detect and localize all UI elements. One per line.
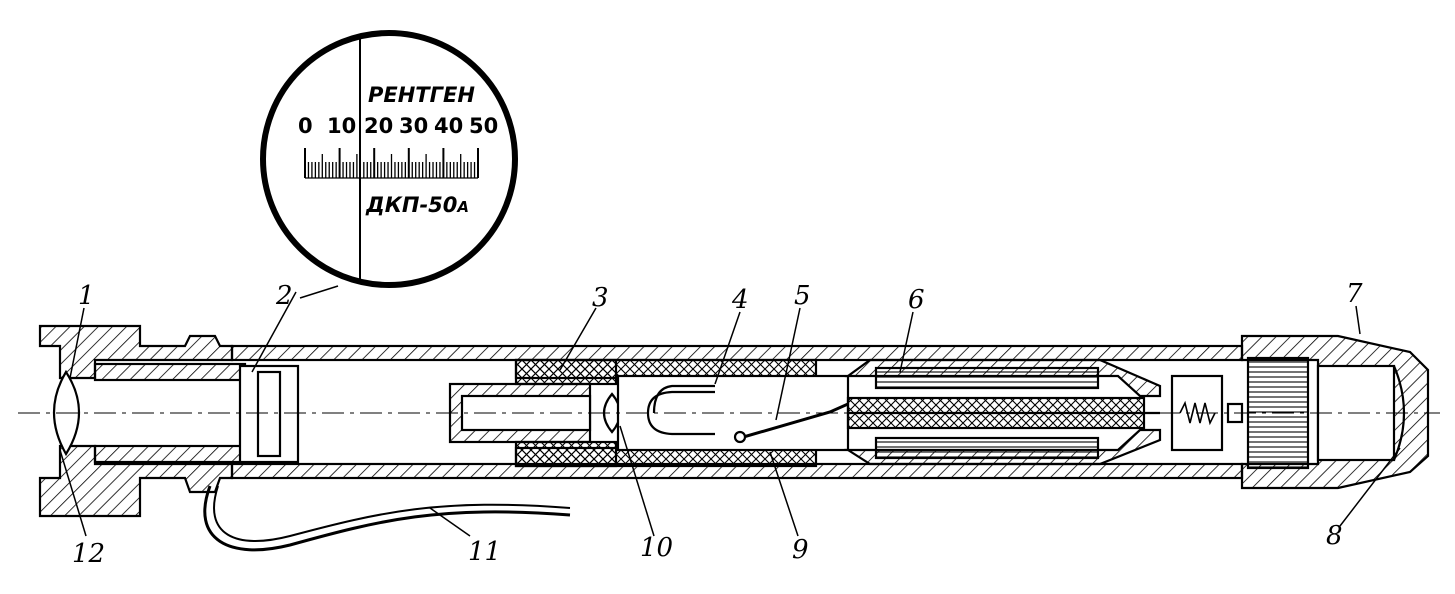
callout-1: 1 [78,281,95,311]
callout-3: 3 [592,283,609,313]
callout-7: 7 [1346,279,1363,309]
capacitor-plates-top [874,366,1100,390]
scale-number-40: 40 [434,114,463,138]
eyepiece-housing [38,324,234,380]
eyepiece-inner-tube-bottom [93,444,247,464]
scale-view: РЕНТГЕН 0 10 20 30 40 50 ДКП-50А [260,30,518,288]
scale-unit-label: РЕНТГЕН [368,83,475,107]
callout-2: 2 [275,281,293,311]
eyepiece-housing-bottom [38,444,234,518]
callout-12: 12 [72,539,105,569]
insulator-block-left-top [514,358,618,386]
callout-labels: 1 2 3 4 5 6 7 8 9 10 11 12 [72,279,1363,569]
callout-8: 8 [1326,521,1343,551]
dosimeter-body [38,324,1430,552]
callout-9: 9 [792,535,809,565]
callout-4: 4 [731,285,749,315]
scale-number-30: 30 [399,114,428,138]
scale-number-50: 50 [469,114,498,138]
tube-wall-top [230,344,1244,362]
electrode-tip [733,430,747,444]
scale-plate [256,370,282,458]
callout-10: 10 [640,533,673,563]
callout-11: 11 [468,537,501,567]
insulator-block-left-bottom [514,440,618,468]
scale-ticks [304,148,479,179]
scale-circle [260,30,518,288]
eyepiece-inner-tube [93,362,247,382]
pocket-clip-inner [213,485,571,542]
leader-lines [59,285,1401,537]
scale-model: ДКП-50А [365,193,469,217]
callout-6: 6 [908,285,925,315]
scale-number-10: 10 [327,114,356,138]
quartz-loop-inner [652,384,715,414]
scale-number-20: 20 [364,114,393,138]
scale-number-0: 0 [298,114,313,138]
pocket-clip [203,485,571,552]
callout-5: 5 [794,281,811,311]
capacitor-plates-bottom [874,436,1100,460]
central-electrode [739,402,849,440]
